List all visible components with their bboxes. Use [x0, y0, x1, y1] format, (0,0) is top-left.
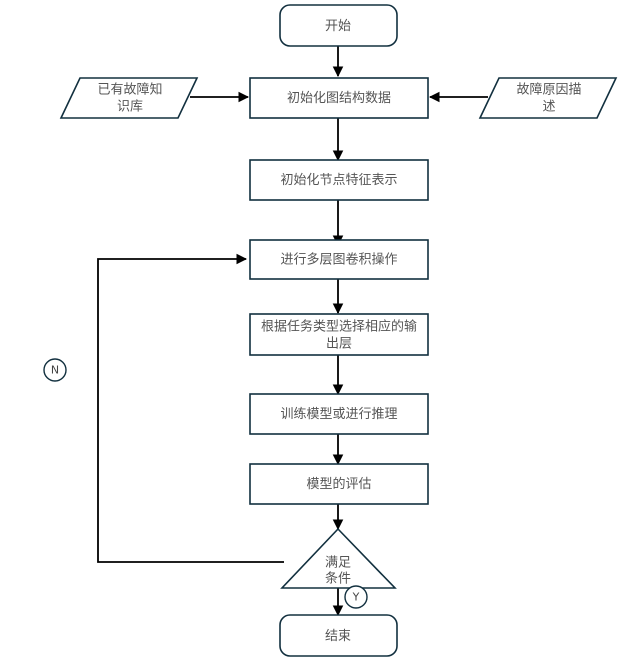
node-end[interactable]: 结束 [279, 614, 398, 657]
knowledge-base-label-line2: 识库 [117, 99, 143, 115]
fault-cause-label-line2: 述 [542, 100, 555, 115]
fault-cause-label-line1: 故障原因描 [516, 83, 581, 98]
edge-label-no: N [43, 358, 67, 382]
no-badge-circle [43, 358, 67, 382]
decision-label-line1: 满足 [325, 556, 351, 571]
yes-badge-label: Y [352, 591, 360, 604]
select-output-label-line1: 根据任务类型选择相应的输 [261, 319, 417, 335]
evaluate-shape [249, 463, 429, 505]
yes-badge-circle [344, 585, 368, 609]
edge-label-yes: Y [344, 585, 368, 609]
init-graph-shape [249, 77, 429, 119]
node-evaluate[interactable]: 模型的评估 [249, 463, 429, 505]
graph-conv-shape [249, 239, 429, 280]
connectors [97, 46, 488, 617]
node-select-output[interactable]: 根据任务类型选择相应的输 出层 [249, 313, 429, 356]
init-graph-label: 初始化图结构数据 [287, 91, 391, 106]
train-infer-shape [249, 393, 429, 435]
node-decision[interactable]: 满足 条件 [280, 527, 397, 589]
evaluate-label: 模型的评估 [306, 476, 371, 492]
start-label: 开始 [325, 19, 351, 34]
node-init-features[interactable]: 初始化节点特征表示 [249, 159, 429, 201]
knowledge-base-shape [59, 77, 199, 119]
node-graph-conv[interactable]: 进行多层图卷积操作 [249, 239, 429, 280]
graph-conv-label: 进行多层图卷积操作 [280, 252, 397, 268]
fault-cause-shape [478, 77, 618, 119]
node-train-infer[interactable]: 训练模型或进行推理 [249, 393, 429, 435]
node-knowledge-base[interactable]: 已有故障知 识库 [59, 77, 199, 119]
start-shape [279, 4, 398, 47]
init-features-label: 初始化节点特征表示 [280, 173, 397, 188]
end-label: 结束 [325, 629, 351, 644]
init-features-shape [249, 159, 429, 201]
no-badge-label: N [51, 364, 59, 377]
knowledge-base-label-line1: 已有故障知 [97, 82, 162, 98]
end-shape [279, 614, 398, 657]
select-output-label-line2: 出层 [326, 337, 352, 352]
edge-decision-no-feedback-to-graph-conv [97, 253, 284, 563]
node-start[interactable]: 开始 [279, 4, 398, 47]
train-infer-label: 训练模型或进行推理 [280, 407, 397, 422]
node-init-graph[interactable]: 初始化图结构数据 [249, 77, 429, 119]
decision-shape [280, 527, 397, 589]
node-fault-cause[interactable]: 故障原因描 述 [478, 77, 618, 119]
select-output-shape [249, 313, 429, 356]
decision-label-line2: 条件 [325, 571, 351, 587]
